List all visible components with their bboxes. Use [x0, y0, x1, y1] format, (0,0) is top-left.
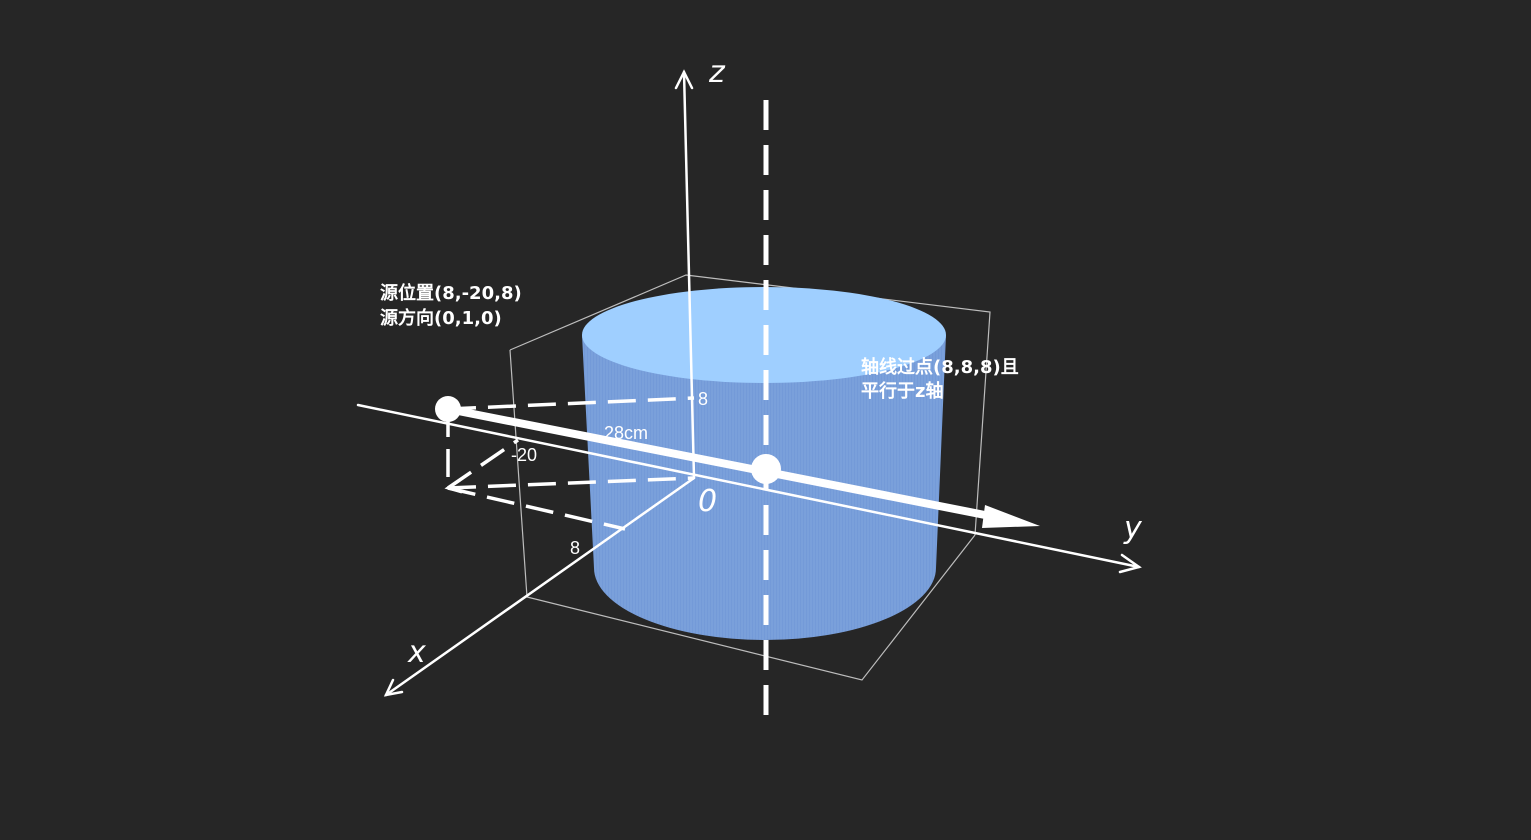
projection-arrow-icon [444, 478, 463, 494]
axis-note-line1: 轴线过点(8,8,8)且 [861, 356, 1019, 378]
source-direction-label: 源方向(0,1,0) [380, 307, 502, 329]
axes [356, 69, 1142, 697]
y-axis [356, 403, 1141, 569]
y-axis-arrow-icon [1118, 553, 1142, 574]
x-axis-arrow-icon [383, 678, 404, 697]
length-label: 28cm [604, 423, 648, 443]
source-point [435, 396, 461, 422]
source-direction-arrow [447, 405, 1040, 528]
direction-arrowhead-icon [982, 505, 1040, 528]
y-axis-label: y [1123, 511, 1143, 546]
axis-note-line2: 平行于z轴 [861, 380, 943, 402]
x-axis-label: x [407, 635, 426, 670]
z-axis [682, 70, 696, 480]
z-tick-label: 8 [698, 389, 708, 409]
x-axis [384, 476, 696, 697]
origin-label: 0 [698, 484, 717, 519]
z-axis-label: z [708, 55, 726, 90]
axis-point [751, 454, 781, 484]
source-position-label: 源位置(8,-20,8) [380, 282, 522, 304]
x-tick-label: 8 [570, 538, 580, 558]
z-axis-arrow-icon [674, 69, 694, 90]
y-tick-label: -20 [511, 445, 537, 465]
